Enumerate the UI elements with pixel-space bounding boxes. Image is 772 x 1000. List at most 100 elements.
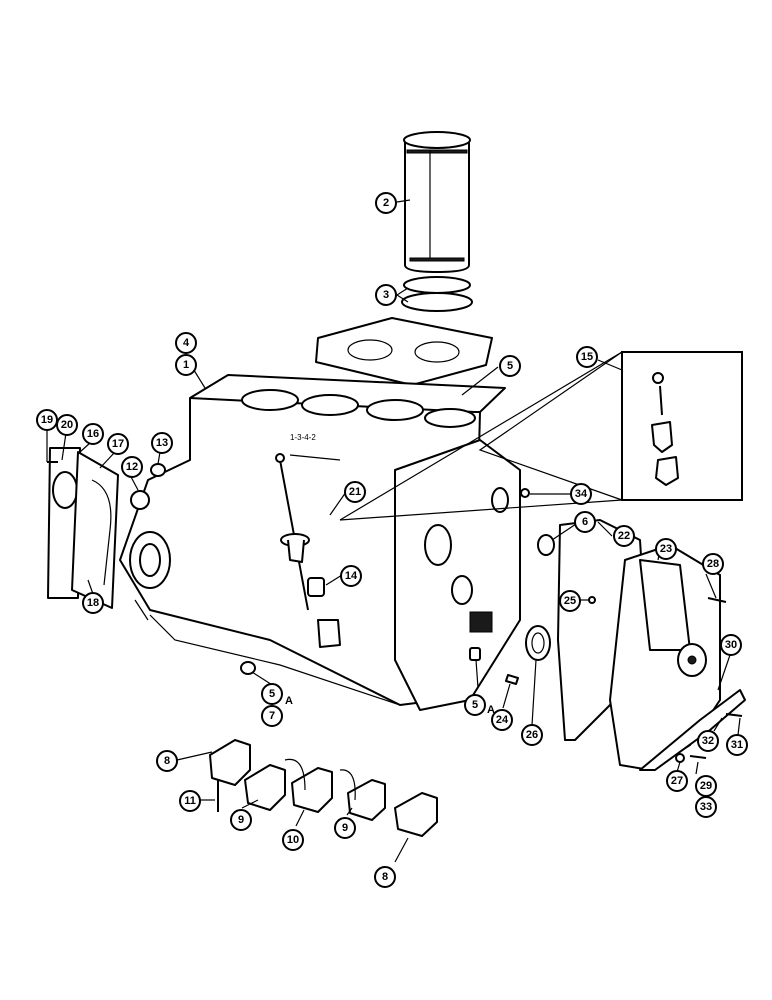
svg-text:5: 5 <box>269 688 275 700</box>
thrust-washers <box>284 758 356 801</box>
callout-25: 25 <box>559 590 581 612</box>
svg-text:24: 24 <box>496 714 509 726</box>
plug-5a <box>469 647 481 661</box>
callout-5a-suffix-left: A <box>285 695 293 707</box>
svg-text:1: 1 <box>183 359 189 371</box>
svg-text:25: 25 <box>564 595 576 607</box>
callout-33: 33 <box>695 796 717 818</box>
svg-text:5: 5 <box>472 699 478 711</box>
callout-21: 21 <box>344 481 366 503</box>
callout-22: 22 <box>613 525 635 547</box>
svg-text:8: 8 <box>164 755 170 767</box>
svg-text:20: 20 <box>61 419 73 431</box>
callouts: 2 3 4 1 5 15 19 20 16 17 13 <box>36 192 748 888</box>
svg-text:6: 6 <box>582 516 588 528</box>
svg-text:27: 27 <box>671 775 683 787</box>
callout-4: 4 <box>175 332 197 354</box>
callout-5: 5 <box>499 355 521 377</box>
svg-text:30: 30 <box>725 639 737 651</box>
svg-text:3: 3 <box>383 289 389 301</box>
svg-text:22: 22 <box>618 530 630 542</box>
svg-text:9: 9 <box>342 822 348 834</box>
callout-31: 31 <box>726 734 748 756</box>
callout-8-upper: 8 <box>156 750 178 772</box>
svg-text:9: 9 <box>238 814 244 826</box>
dowel-24 <box>505 674 519 685</box>
svg-text:4: 4 <box>183 337 190 349</box>
fitting-34 <box>520 488 530 498</box>
callout-30: 30 <box>720 634 742 656</box>
callout-28: 28 <box>702 553 724 575</box>
callout-16: 16 <box>82 423 104 445</box>
callout-3: 3 <box>375 284 397 306</box>
svg-text:15: 15 <box>581 351 593 363</box>
callout-6: 6 <box>574 511 596 533</box>
callout-13: 13 <box>151 432 173 454</box>
svg-text:26: 26 <box>526 729 538 741</box>
timing-cover <box>609 544 721 771</box>
svg-text:32: 32 <box>702 735 714 747</box>
main-bearing-caps <box>209 739 438 837</box>
callout-23: 23 <box>655 538 677 560</box>
bolt-28 <box>707 597 727 603</box>
rear-seal-retainer <box>47 447 119 609</box>
crankshaft-seal-26 <box>525 625 551 661</box>
callout-15: 15 <box>576 346 598 368</box>
svg-text:31: 31 <box>731 739 743 751</box>
svg-text:5: 5 <box>507 360 513 372</box>
oil-pump-drive-inset <box>339 350 743 521</box>
svg-text:23: 23 <box>660 543 672 555</box>
bolt-29 <box>689 755 707 759</box>
svg-text:34: 34 <box>575 488 588 500</box>
callout-32: 32 <box>697 730 719 752</box>
front-seal-6 <box>537 534 555 556</box>
callout-5a-lower-right: 5 <box>464 694 486 716</box>
svg-text:7: 7 <box>269 710 275 722</box>
washer-27 <box>675 753 685 763</box>
engine-mount-bracket <box>639 689 746 771</box>
svg-text:12: 12 <box>126 461 138 473</box>
callout-7: 7 <box>261 705 283 727</box>
callout-1: 1 <box>175 354 197 376</box>
callout-27: 27 <box>666 770 688 792</box>
head-gasket <box>315 317 493 386</box>
callout-14: 14 <box>340 565 362 587</box>
svg-text:21: 21 <box>349 486 361 498</box>
callout-19: 19 <box>36 409 58 431</box>
core-plug-12 <box>130 490 150 510</box>
callout-24: 24 <box>491 709 513 731</box>
svg-text:11: 11 <box>184 795 196 807</box>
drain-plug <box>240 661 256 675</box>
callout-11: 11 <box>179 790 201 812</box>
svg-text:8: 8 <box>382 871 388 883</box>
callout-34: 34 <box>570 483 592 505</box>
callout-12: 12 <box>121 456 143 478</box>
svg-text:14: 14 <box>345 570 358 582</box>
callout-17: 17 <box>107 433 129 455</box>
svg-text:19: 19 <box>41 414 53 426</box>
callout-5a-lower-left: 5 <box>261 683 283 705</box>
svg-text:10: 10 <box>287 834 299 846</box>
svg-text:17: 17 <box>112 438 124 450</box>
svg-text:16: 16 <box>87 428 99 440</box>
callout-18: 18 <box>82 592 104 614</box>
svg-text:28: 28 <box>707 558 719 570</box>
oil-pressure-fitting <box>307 577 341 648</box>
oil-filler-tube <box>280 533 310 563</box>
callout-26: 26 <box>521 724 543 746</box>
svg-text:29: 29 <box>700 780 712 792</box>
callout-9-left: 9 <box>230 809 252 831</box>
cylinder-sleeve <box>403 131 471 273</box>
core-plug-13 <box>150 463 166 477</box>
svg-text:33: 33 <box>700 801 712 813</box>
engine-block <box>119 374 521 711</box>
callout-20: 20 <box>56 414 78 436</box>
callout-10: 10 <box>282 829 304 851</box>
callout-8-lower: 8 <box>374 866 396 888</box>
callout-5a-suffix-right: A <box>487 704 495 716</box>
callout-29: 29 <box>695 775 717 797</box>
callout-9-right: 9 <box>334 817 356 839</box>
leader-lines <box>46 199 741 863</box>
svg-text:2: 2 <box>383 197 389 209</box>
